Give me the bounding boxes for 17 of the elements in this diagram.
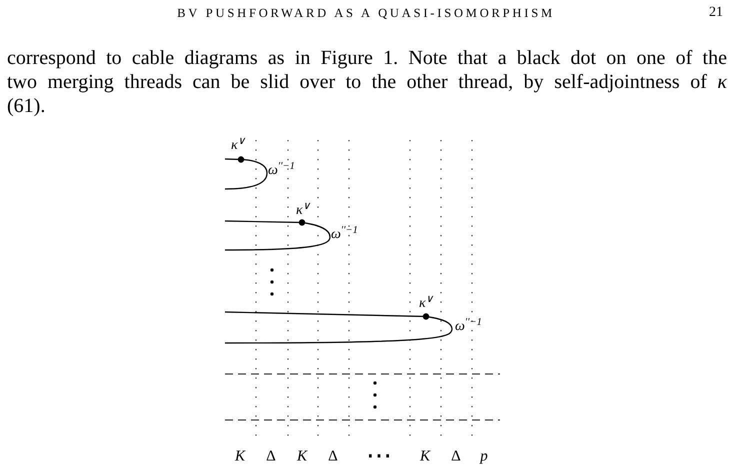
loop-label: ω$^{′′−1}$ bbox=[455, 320, 482, 334]
dot-label: κ$^{∨}$ bbox=[419, 297, 434, 311]
strand-label: Δ bbox=[451, 450, 461, 464]
strand-label: Δ bbox=[266, 450, 276, 464]
loop-label: ω$^{′′−1}$ bbox=[268, 164, 295, 178]
strand-label: K bbox=[235, 450, 245, 464]
strand-label: Δ bbox=[328, 450, 338, 464]
dot-label: κ$^{∨}$ bbox=[231, 139, 246, 153]
ellipsis-label: ⋯ bbox=[366, 443, 392, 469]
dot-label: κ$^{∨}$ bbox=[296, 204, 311, 218]
running-header: BV PUSHFORWARD AS A QUASI-ISOMORPHISM bbox=[177, 6, 555, 20]
body-paragraph: correspond to cable diagrams as in Figure 1. Note that a black dot on one of the two merging threads can be slid over to the other thread, by self-adjointness of κ (61). bbox=[7, 46, 727, 118]
page-number: 21 bbox=[709, 6, 723, 20]
strand-label: K bbox=[297, 450, 307, 464]
loop-label: ω$^{′′−1}$ bbox=[331, 228, 358, 242]
strand-label: p bbox=[480, 450, 488, 464]
strand-label: K bbox=[420, 450, 430, 464]
